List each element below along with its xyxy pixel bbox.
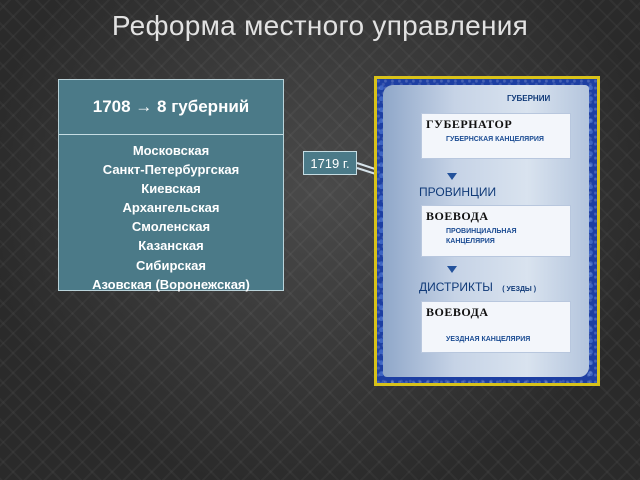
governorate-item: Киевская [141, 181, 201, 197]
scroll-image: ГУБЕРНИИ ГУБЕРНАТОР ГУБЕРНСКАЯ КАНЦЕЛЯРИ… [383, 85, 589, 377]
level2-office-line1: ПРОВИНЦИАЛЬНАЯ [446, 228, 517, 235]
hierarchy-frame: ГУБЕРНИИ ГУБЕРНАТОР ГУБЕРНСКАЯ КАНЦЕЛЯРИ… [374, 76, 600, 386]
level3-note: ( УЕЗДЫ ) [502, 286, 537, 293]
level2-card: ВОЕВОДА ПРОВИНЦИАЛЬНАЯ КАНЦЕЛЯРИЯ [421, 205, 571, 257]
level3-label-text: ДИСТРИКТЫ [419, 280, 493, 294]
level3-card: ВОЕВОДА УЕЗДНАЯ КАНЦЕЛЯРИЯ [421, 301, 571, 353]
level1-office: ГУБЕРНСКАЯ КАНЦЕЛЯРИЯ [446, 136, 544, 143]
level3-label: ДИСТРИКТЫ ( УЕЗДЫ ) [419, 280, 536, 294]
governorate-item: Сибирская [136, 257, 206, 273]
governorate-item: Азовская (Воронежская) [92, 276, 250, 292]
level2-label: ПРОВИНЦИИ [419, 185, 497, 199]
governorates-box: 1708 → 8 губерний Московская Санкт-Петер… [58, 79, 284, 294]
level2-official: ВОЕВОДА [426, 209, 489, 223]
year-label: 1719 г. [303, 151, 357, 175]
arrow-down-icon [447, 266, 457, 273]
governorates-list: Московская Санкт-Петербургская Киевская … [59, 135, 283, 294]
governorate-item: Смоленская [131, 219, 211, 235]
governorate-item: Московская [132, 143, 210, 158]
level3-official: ВОЕВОДА [426, 305, 489, 319]
arrow-down-icon [447, 173, 457, 180]
level1-label: ГУБЕРНИИ [507, 94, 551, 103]
level2-office-line2: КАНЦЕЛЯРИЯ [446, 238, 495, 245]
governorate-item: Архангельская [122, 200, 220, 216]
level1-official: ГУБЕРНАТОР [426, 117, 513, 131]
governorate-item: Санкт-Петербургская [102, 162, 240, 178]
level3-office: УЕЗДНАЯ КАНЦЕЛЯРИЯ [446, 336, 531, 343]
governorate-item: Казанская [138, 238, 204, 254]
slide-title: Реформа местного управления [111, 10, 529, 41]
level1-card: ГУБЕРНАТОР ГУБЕРНСКАЯ КАНЦЕЛЯРИЯ [421, 113, 571, 159]
governorates-header: 1708 → 8 губерний [59, 80, 283, 135]
